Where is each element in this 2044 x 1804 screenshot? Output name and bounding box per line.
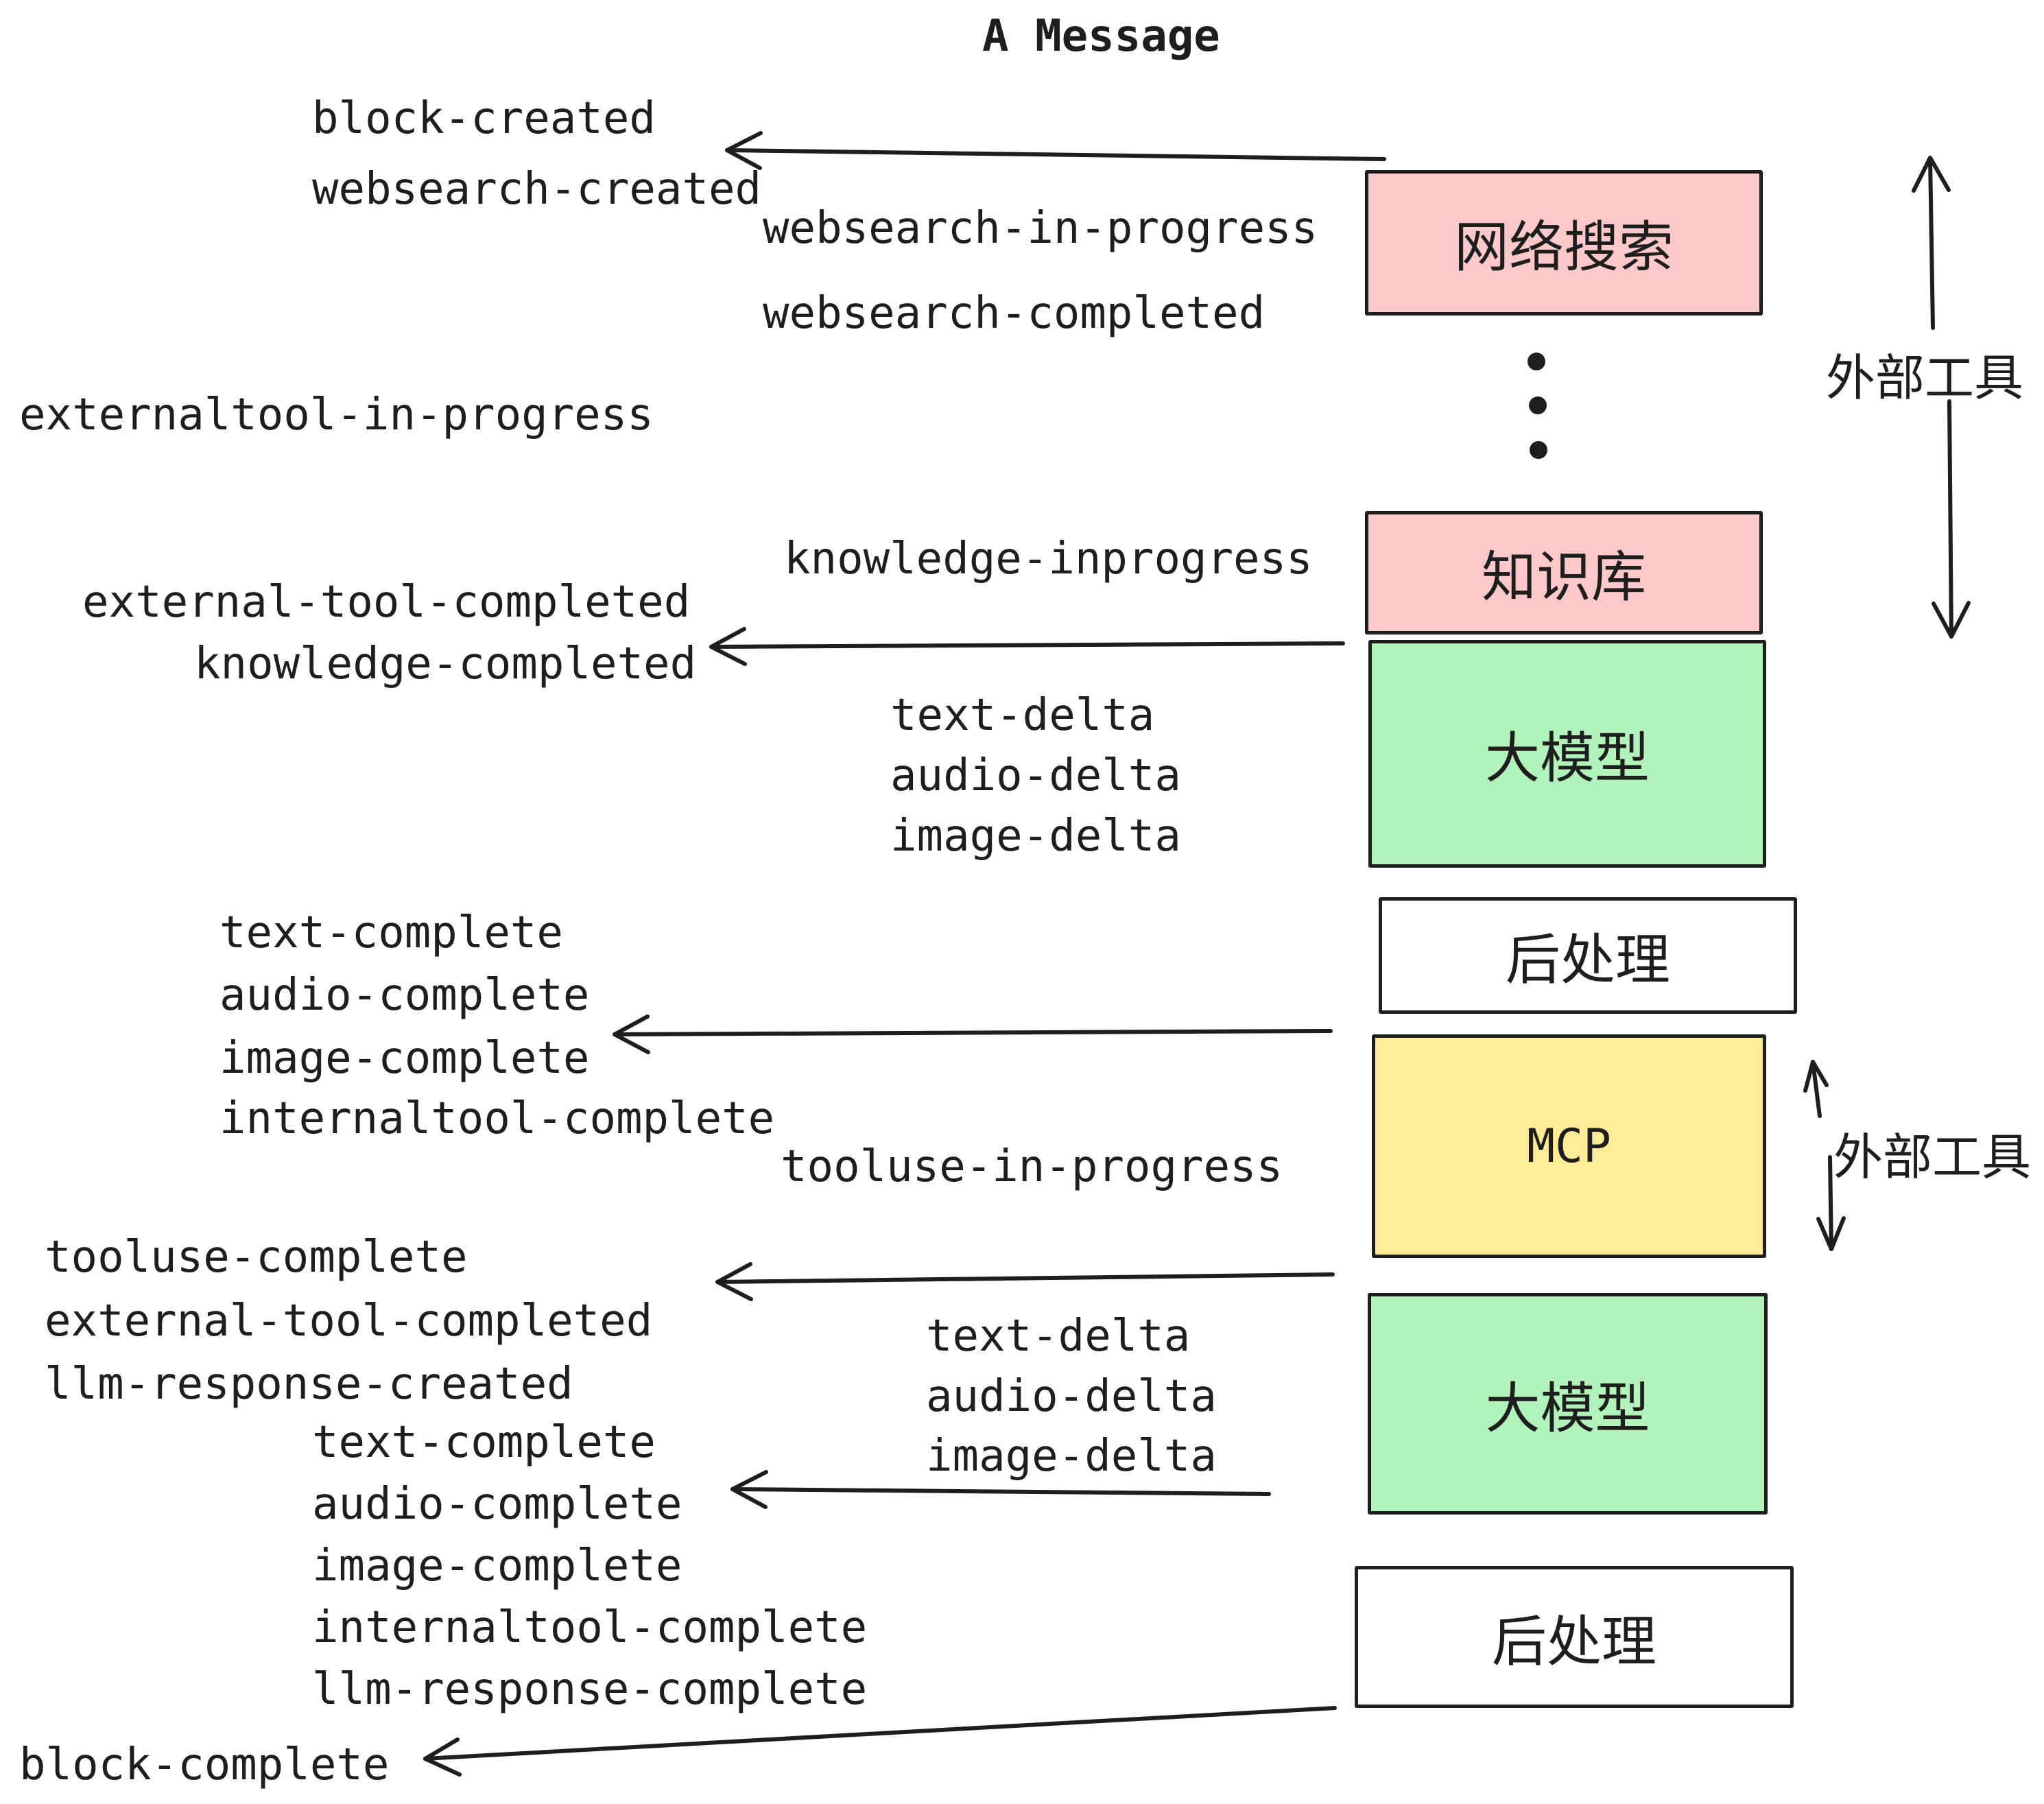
arrow-to-tooluse-complete [715, 1262, 1335, 1301]
box-postprocess-1: 后处理 [1379, 897, 1797, 1014]
arrow-to-image-complete [613, 1014, 1333, 1054]
label-external-tools-top: 外部工具 [1826, 351, 2024, 406]
event-llm-response-complete: llm-response-complete [312, 1664, 868, 1715]
event-image-complete-1: image-complete [219, 1033, 590, 1084]
box-postprocess-2: 后处理 [1355, 1566, 1794, 1708]
event-audio-delta-1: audio-delta [890, 750, 1181, 801]
event-text-complete-2: text-complete [312, 1417, 656, 1468]
event-text-complete-1: text-complete [219, 907, 563, 958]
arrow-to-block-complete [423, 1706, 1337, 1777]
arrow-external-tools-up [1912, 156, 1951, 330]
event-websearch-created: websearch-created [312, 164, 762, 215]
event-llm-response-created: llm-response-created [45, 1359, 573, 1410]
event-text-delta-2: text-delta [926, 1311, 1191, 1362]
arrow-mcp-external-down [1816, 1155, 1846, 1251]
event-websearch-in-progress: websearch-in-progress [763, 203, 1318, 254]
arrow-external-tools-down [1932, 399, 1971, 639]
event-websearch-completed: websearch-completed [763, 288, 1265, 339]
event-external-tool-completed-2: external-tool-completed [45, 1296, 653, 1346]
diagram-title: A Message [982, 11, 1220, 62]
arrow-to-block-created [725, 131, 1386, 170]
arrow-to-audio-complete [730, 1470, 1271, 1509]
event-text-delta-1: text-delta [890, 690, 1155, 741]
box-knowledge: 知识库 [1365, 511, 1763, 634]
label-external-tools-mcp: 外部工具 [1833, 1130, 2032, 1185]
event-knowledge-inprogress: knowledge-inprogress [784, 534, 1313, 584]
event-image-complete-2: image-complete [312, 1541, 682, 1591]
event-image-delta-1: image-delta [890, 811, 1181, 862]
event-knowledge-completed: knowledge-completed [194, 639, 697, 689]
event-image-delta-2: image-delta [926, 1431, 1217, 1482]
event-audio-delta-2: audio-delta [926, 1371, 1217, 1422]
event-tooluse-complete: tooluse-complete [45, 1232, 468, 1283]
box-mcp: MCP [1372, 1034, 1766, 1258]
event-block-created: block-created [312, 93, 656, 144]
event-block-complete: block-complete [19, 1740, 390, 1790]
event-externaltool-in-progress: externaltool-in-progress [19, 390, 654, 440]
event-internaltool-complete-2: internaltool-complete [312, 1602, 868, 1653]
event-audio-complete-1: audio-complete [219, 970, 590, 1021]
event-external-tool-completed-1: external-tool-completed [82, 577, 691, 628]
box-llm-1: 大模型 [1368, 640, 1766, 868]
arrow-mcp-external-up [1803, 1060, 1829, 1118]
arrow-to-knowledge-completed [709, 627, 1345, 666]
box-llm-2: 大模型 [1368, 1293, 1768, 1515]
event-tooluse-in-progress: tooluse-in-progress [781, 1141, 1283, 1192]
event-internaltool-complete-1: internaltool-complete [219, 1093, 775, 1144]
box-websearch: 网络搜索 [1365, 170, 1763, 316]
ellipsis-dots [1528, 353, 1547, 459]
event-audio-complete-2: audio-complete [312, 1479, 682, 1530]
